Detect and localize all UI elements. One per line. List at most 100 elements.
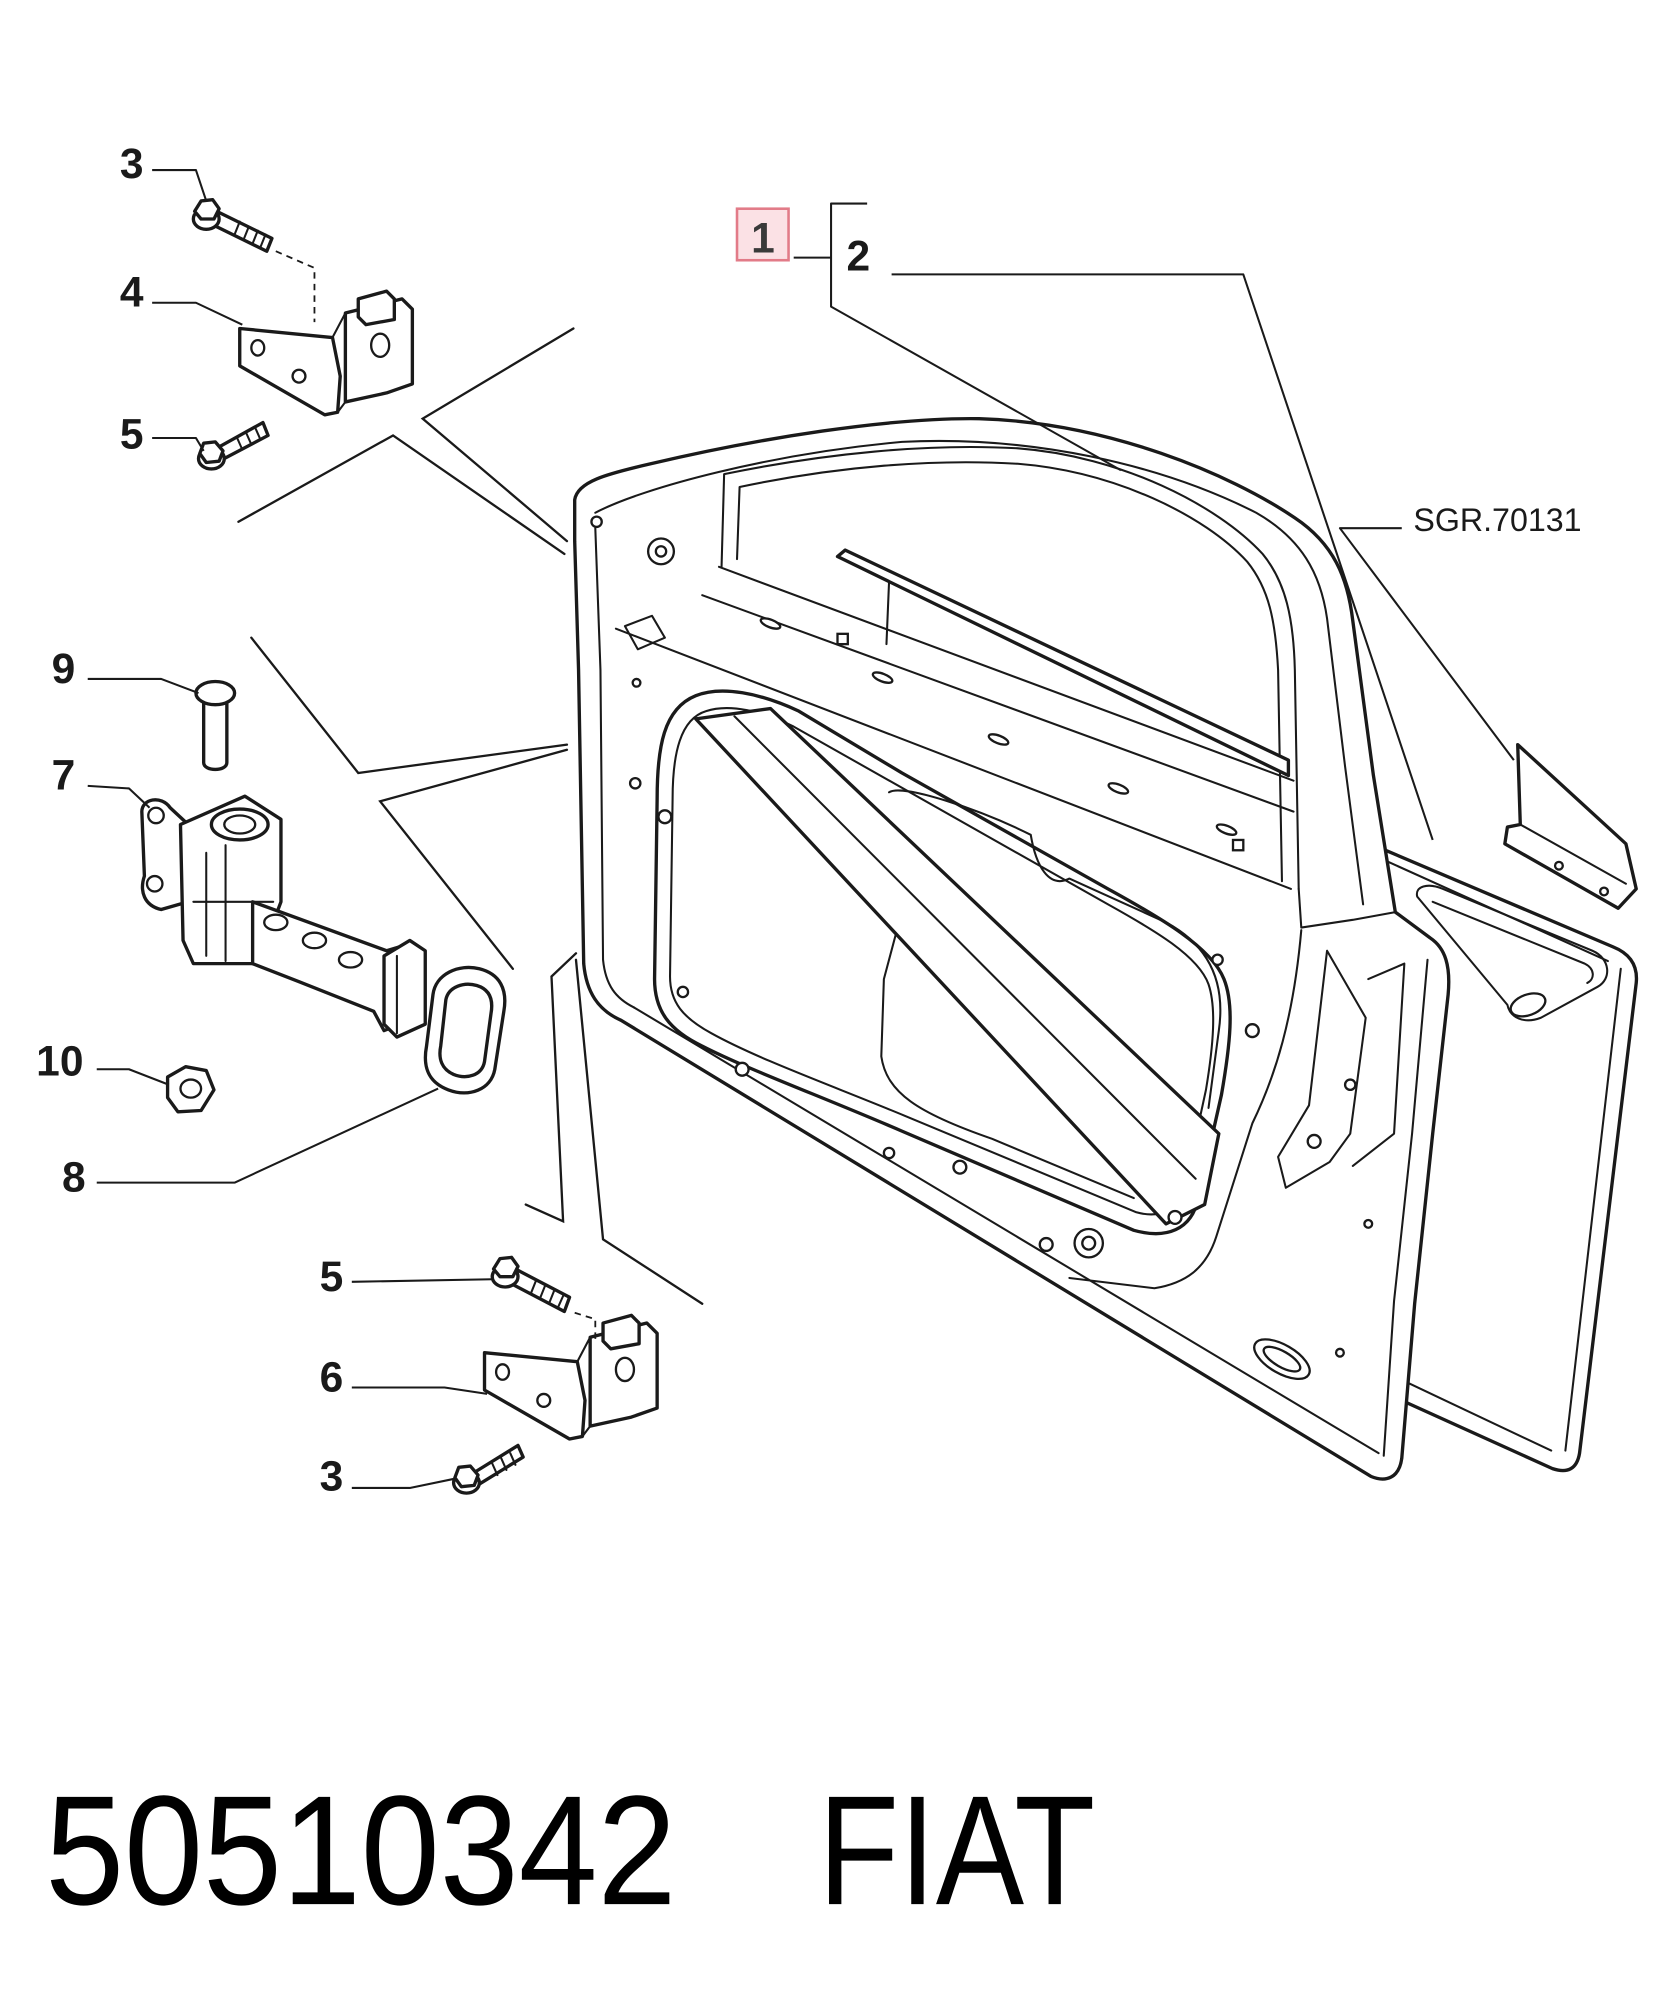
window-frame-mid-line <box>594 439 1365 906</box>
upper-hinge-bolt <box>191 198 316 323</box>
bracket-hole <box>1599 886 1610 897</box>
panel-hole <box>676 985 690 999</box>
bracket-gusset <box>1503 742 1638 910</box>
guide-check-strap-a <box>250 636 569 775</box>
reference-code-label: SGR.70131 <box>1413 502 1581 538</box>
leader-lower-screw <box>351 1278 493 1283</box>
callout-nut[interactable]: 10 <box>36 1039 83 1086</box>
grommet-inner <box>438 982 494 1079</box>
panel-hole <box>1038 1236 1054 1253</box>
belt-rail-top <box>717 565 1295 782</box>
leader-upper-hinge <box>152 301 243 326</box>
leader-check-strap <box>87 784 151 809</box>
pillar-crease <box>1351 962 1406 1167</box>
lower-hinge-hole <box>536 1392 552 1408</box>
bracket-hole <box>1553 860 1564 871</box>
belt-slot <box>1107 782 1130 795</box>
panel-hole <box>631 677 642 688</box>
callout-lower-screw[interactable]: 5 <box>320 1254 344 1301</box>
panel-hole <box>1211 953 1224 967</box>
panel-hole <box>734 1061 750 1077</box>
lower-hinge-hole <box>494 1363 511 1381</box>
upper-hinge-hole <box>250 338 266 357</box>
bolt-axis-dashed <box>275 250 316 323</box>
reference-bracket <box>1503 742 1638 910</box>
callout-highlight-box <box>735 207 790 262</box>
lower-hinge-hole <box>614 1356 636 1383</box>
bottom-edge-flange <box>632 1006 1380 1455</box>
glass-run-strip <box>835 548 1291 778</box>
footer: 50510342 FIAT <box>45 1764 1095 1938</box>
panel-hole <box>657 809 673 825</box>
callout-upper-bolt[interactable]: 3 <box>120 141 144 188</box>
callout-upper-screw[interactable]: 5 <box>120 411 144 458</box>
callout-pin[interactable]: 9 <box>52 646 76 693</box>
callout-grommet[interactable]: 8 <box>62 1155 86 1202</box>
speaker-hole-inner <box>1081 1235 1097 1251</box>
check-strap-end-stop <box>382 938 427 1039</box>
callout-door-assembly[interactable]: 1 <box>751 216 775 263</box>
door-inner-panel <box>573 416 1451 1481</box>
intrusion-beam-rib <box>733 715 1197 1180</box>
callout-lower-bolt[interactable]: 3 <box>320 1454 344 1501</box>
check-strap-nut <box>165 1065 216 1114</box>
leader-grommet <box>96 1087 439 1184</box>
lower-hinge <box>482 1313 659 1441</box>
panel-hole <box>1306 1133 1322 1150</box>
screw-head <box>198 440 225 465</box>
arm-detent <box>301 931 328 950</box>
callout-upper-hinge[interactable]: 4 <box>120 270 144 317</box>
leader-door-outer-skin <box>891 273 1434 841</box>
door-check-strap <box>140 794 427 1039</box>
lower-hinge-screw <box>490 1255 597 1340</box>
upper-hinge-bend <box>331 312 347 414</box>
guide-upper-hinge-b <box>420 327 575 543</box>
belt-square-hole <box>836 632 849 646</box>
lock-pocket <box>1277 949 1367 1189</box>
bolt-head <box>453 1464 480 1489</box>
callout-check-strap[interactable]: 7 <box>52 753 76 800</box>
right-edge-flange <box>1382 958 1429 1457</box>
upper-corner-bracket <box>623 614 666 651</box>
leader-nut <box>96 1068 170 1086</box>
leader-lower-hinge <box>351 1386 488 1395</box>
intrusion-beam <box>694 706 1221 1226</box>
regulator-cutout-top <box>888 789 1222 1109</box>
leader-door-assembly-bracket <box>830 202 1122 472</box>
leader-upper-bolt <box>152 169 208 202</box>
upper-hinge <box>238 289 415 417</box>
arm-detent <box>337 950 364 969</box>
screw-thread <box>529 1279 565 1309</box>
belt-rail-bottom <box>614 627 1293 890</box>
part-number: 50510342 <box>45 1764 676 1938</box>
pin-head <box>194 679 237 707</box>
bracket-bend <box>1519 823 1627 885</box>
hinge-pillar-top <box>1297 887 1397 929</box>
upper-hinge-hole <box>369 332 391 359</box>
arm-detent <box>263 913 289 932</box>
leader-upper-screw <box>152 436 205 452</box>
lower-hinge-knuckle <box>601 1313 641 1351</box>
drain-slot-inner <box>1262 1345 1302 1373</box>
leader-reference-bracket <box>1338 527 1515 761</box>
guide-lower-hinge-a <box>524 952 578 1224</box>
panel-hole <box>1244 1023 1260 1039</box>
panel-hole <box>1363 1218 1374 1229</box>
check-strap-rib <box>192 844 275 963</box>
panel-hole <box>952 1159 968 1175</box>
callouts: 3 4 5 9 7 10 8 5 6 3 1 2 SGR.70131 <box>36 141 1581 1501</box>
mount-plate-hole <box>145 874 164 893</box>
check-strap-pin <box>194 679 237 772</box>
bolt-thread <box>491 1452 517 1477</box>
glass-guide-line <box>885 581 891 646</box>
nut-bore <box>179 1078 203 1099</box>
regulator-cutout-left <box>880 900 1135 1200</box>
callout-lower-hinge[interactable]: 6 <box>320 1354 344 1401</box>
belt-slot <box>871 671 894 684</box>
callout-door-outer-skin[interactable]: 2 <box>847 234 871 281</box>
window-opening-edge-inner <box>735 461 1283 883</box>
leader-lines <box>87 169 1515 1489</box>
belt-slot <box>987 733 1010 746</box>
pin-shank <box>201 697 229 772</box>
